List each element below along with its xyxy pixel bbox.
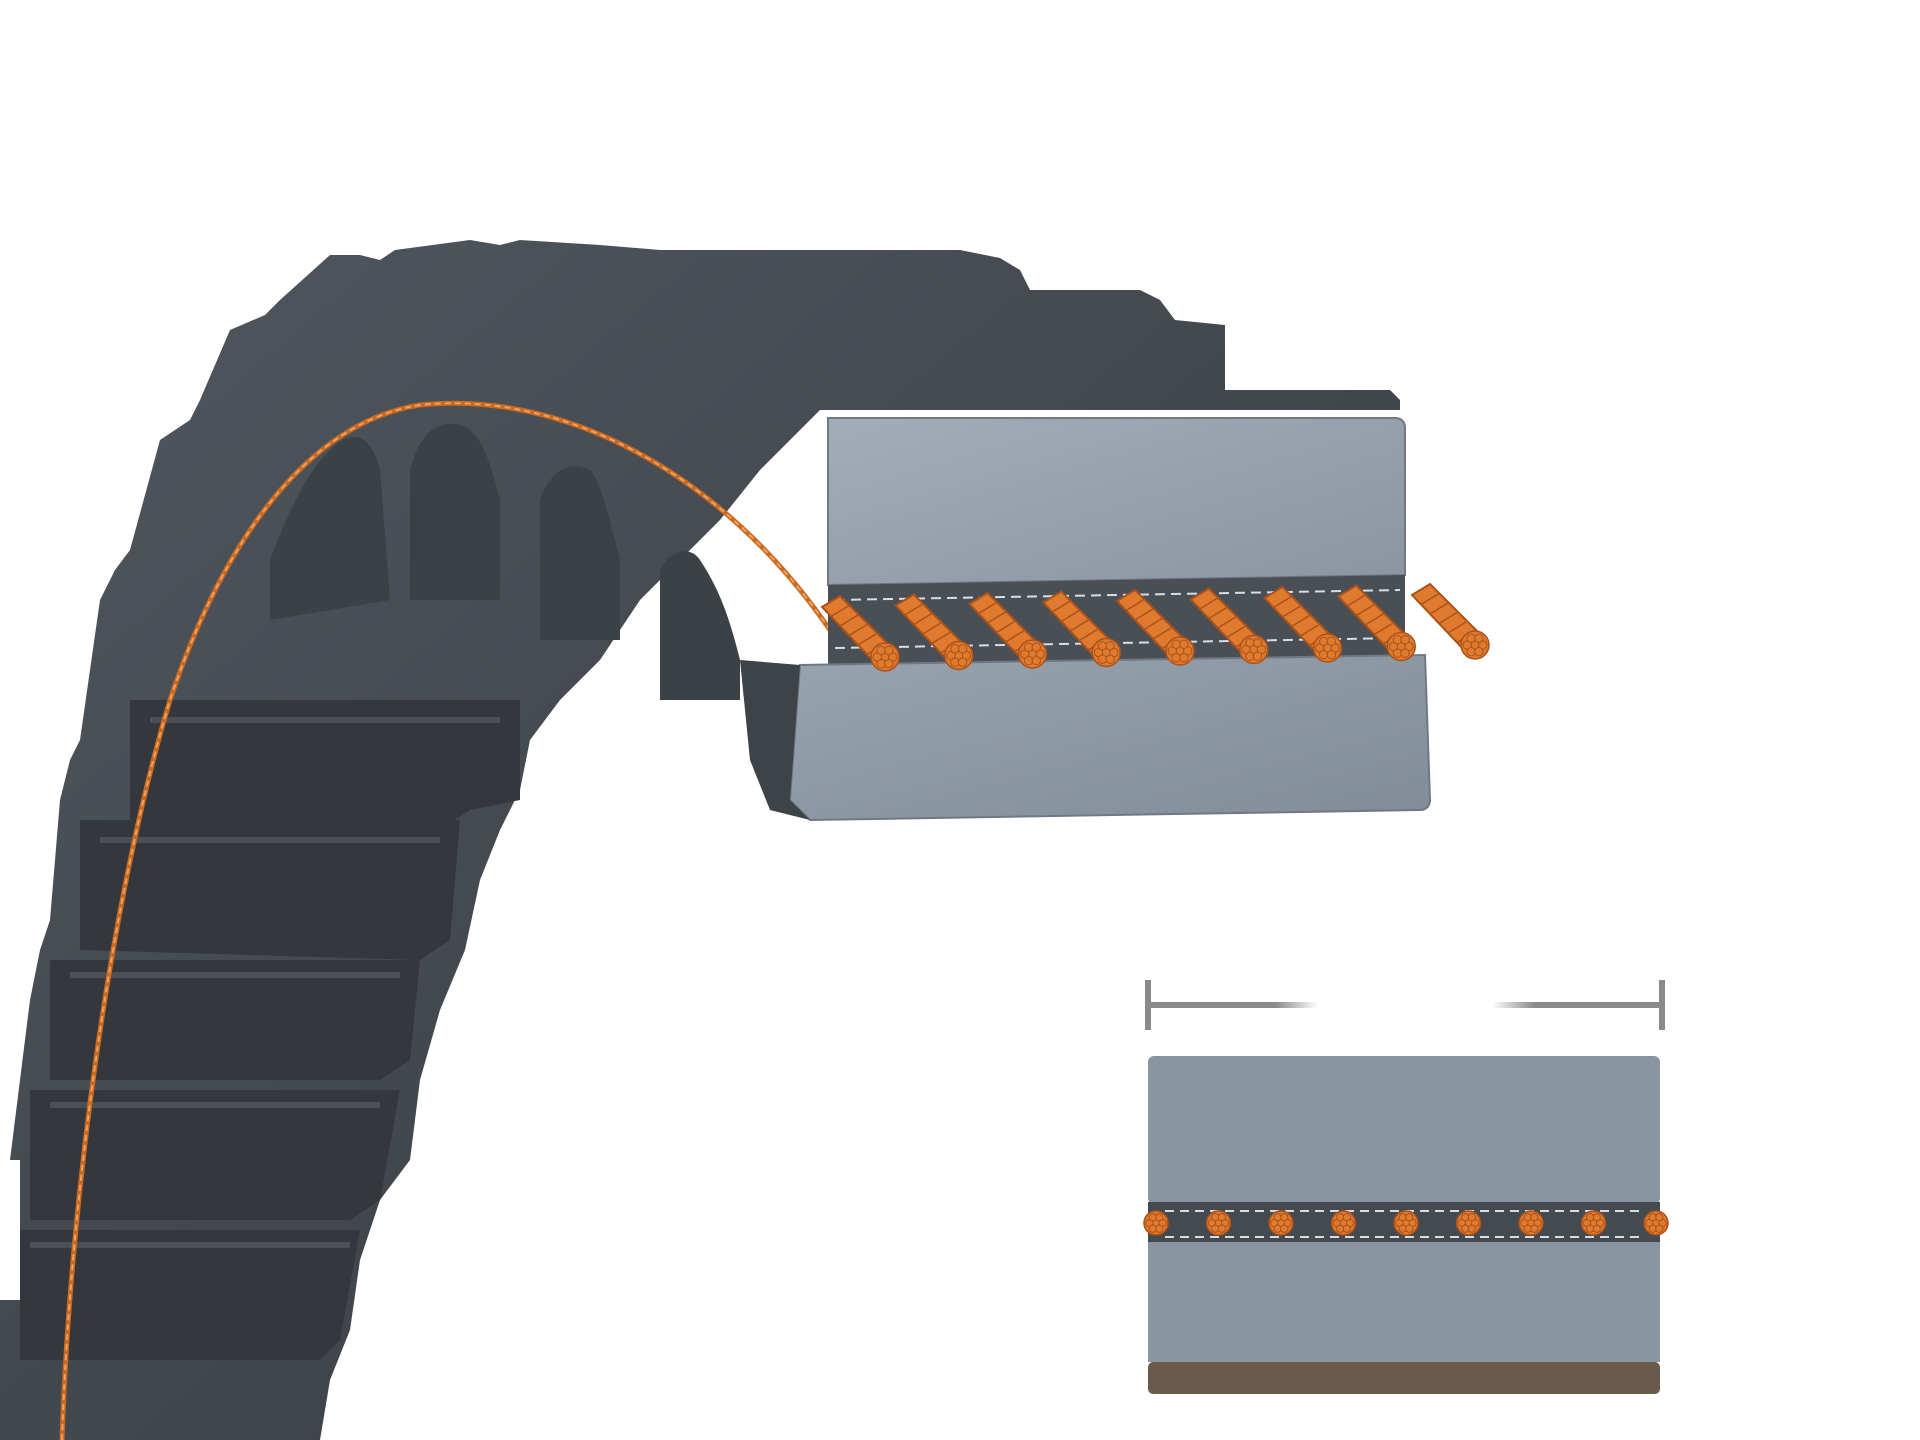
cord-end — [1041, 590, 1121, 668]
cord-end — [1410, 582, 1490, 660]
inset-cord — [1143, 1210, 1169, 1236]
tensile-cord-curve-highlight — [61, 402, 831, 1440]
belt-tooth-4 — [660, 551, 740, 700]
cord-end — [894, 593, 974, 671]
belt-highlight — [30, 717, 500, 1248]
inset-cords — [1143, 1210, 1669, 1236]
belt-tooth-2 — [410, 423, 500, 600]
cord-end — [1115, 588, 1195, 666]
inset-top-layer — [1148, 1056, 1660, 1204]
section-band-line-top — [834, 589, 1401, 601]
inset-cord — [1580, 1210, 1607, 1236]
cord-end — [1262, 585, 1343, 663]
belt-tooth-3 — [540, 466, 620, 640]
inset-bottom-layer — [1148, 1242, 1660, 1362]
inset-cord — [1268, 1210, 1294, 1236]
dimension-line-right — [1492, 1002, 1662, 1008]
inset-bottom-strip — [1148, 1362, 1660, 1394]
section-top-layer — [827, 417, 1406, 587]
section-bottom-layer — [788, 653, 1432, 822]
width-dimension-icon — [1145, 980, 1665, 1030]
cord-end — [820, 594, 900, 672]
section-belt-side — [740, 660, 810, 820]
inset-cord — [1393, 1210, 1419, 1236]
belt-lower-teeth — [20, 700, 520, 1360]
belt-body — [0, 240, 1400, 1440]
belt-tooth-1 — [270, 436, 390, 620]
inset-cord — [1205, 1210, 1232, 1236]
cord-ends — [820, 582, 1490, 672]
inset-cord — [1455, 1210, 1482, 1236]
cord-end — [1336, 584, 1416, 662]
cross-section — [740, 417, 1432, 822]
inset-cord — [1518, 1210, 1544, 1236]
dimension-line-left — [1148, 1002, 1318, 1008]
cord-end — [967, 591, 1048, 669]
inset-cross-section — [1143, 980, 1669, 1394]
inset-cord — [1643, 1210, 1669, 1236]
inset-cord — [1330, 1210, 1357, 1236]
cord-end — [1189, 587, 1269, 665]
